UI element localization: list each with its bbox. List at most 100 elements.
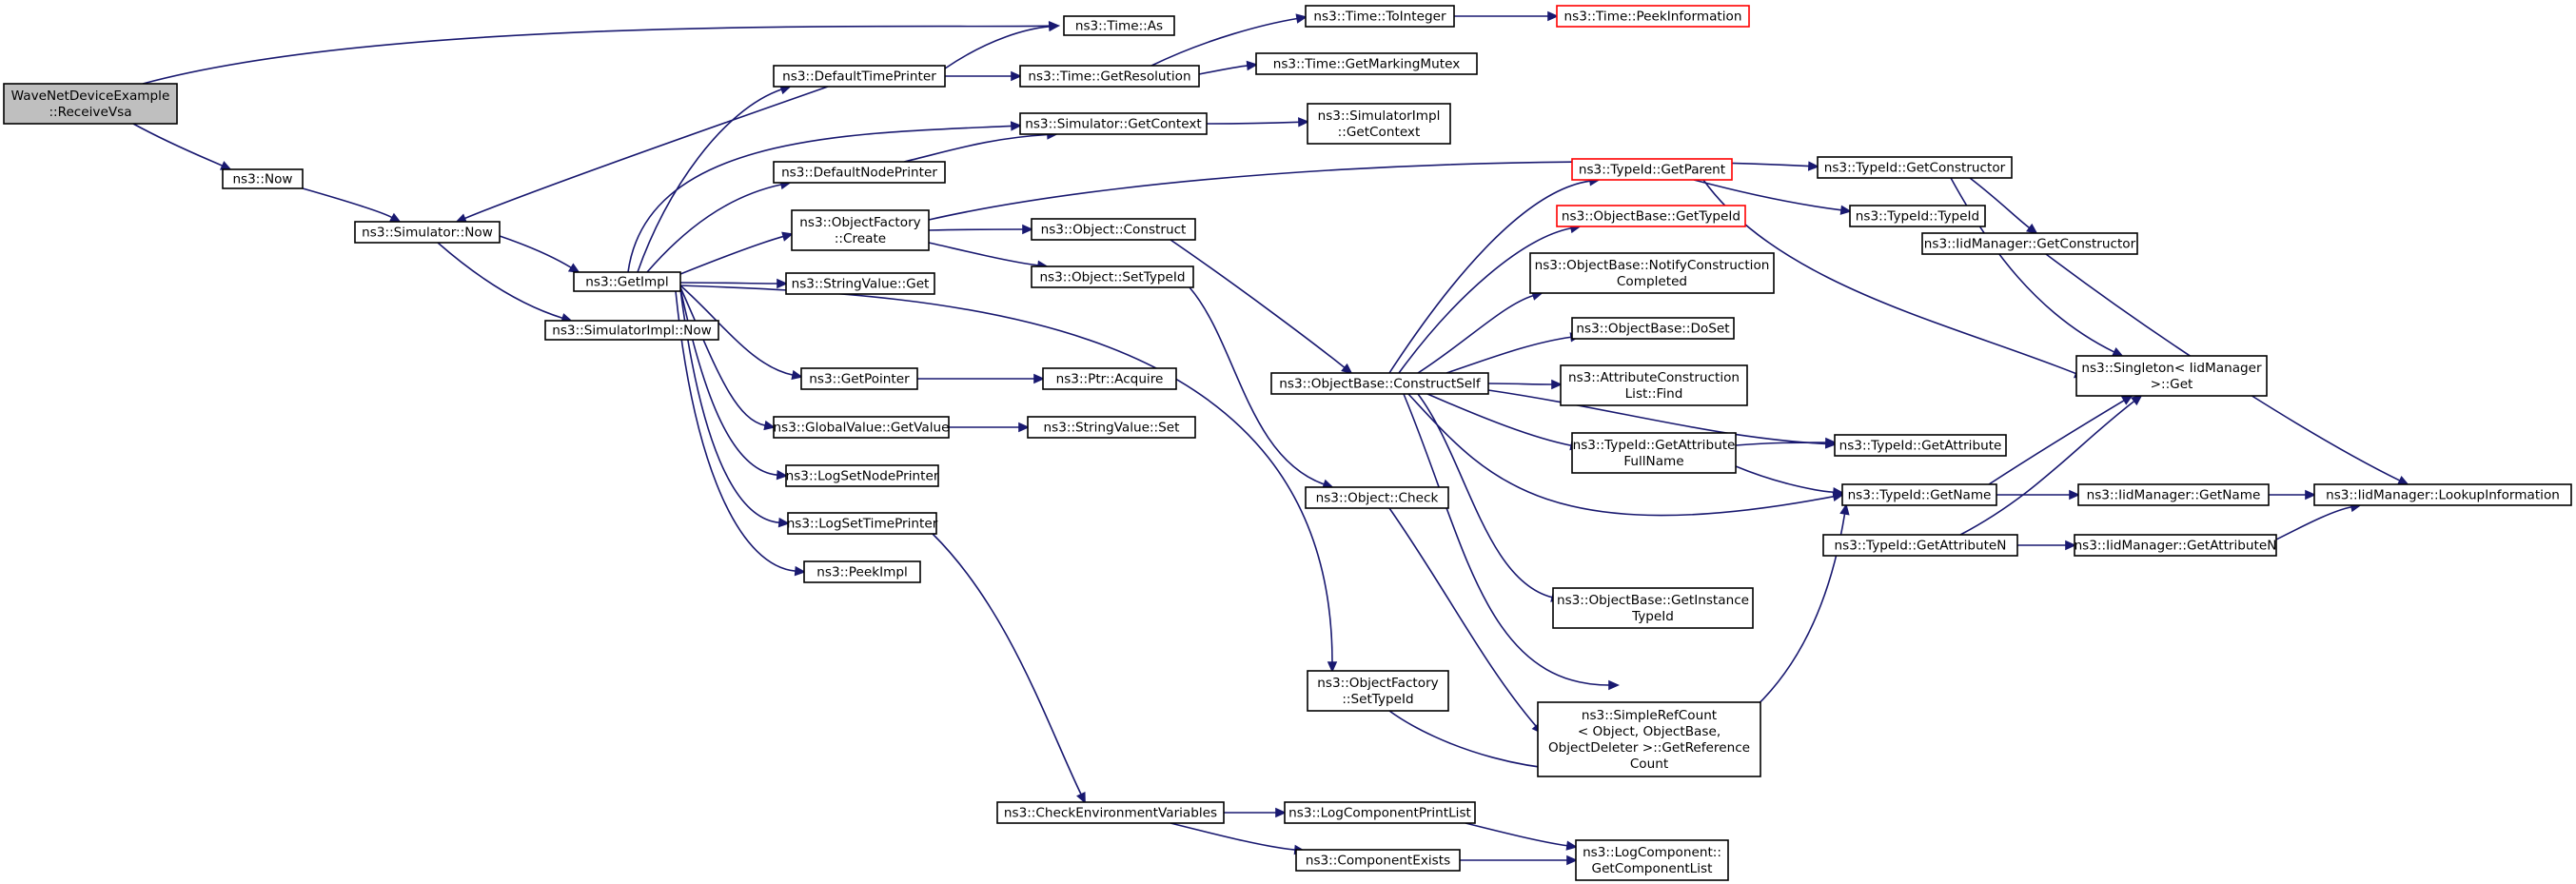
arrowhead	[1327, 661, 1338, 673]
node-ns3-logcomponentprintlist[interactable]: ns3::LogComponentPrintList	[1284, 801, 1476, 824]
node-label: ns3::StringValue::Set	[1044, 421, 1180, 436]
node-ns3-objectbase-notifyconstruction-completed[interactable]: ns3::ObjectBase::NotifyConstructionCompl…	[1529, 252, 1775, 294]
node-ns3-singleton-iidmanager-get[interactable]: ns3::Singleton< IidManager >::Get	[2075, 355, 2268, 397]
node-ns3-time-peekinformation[interactable]: ns3::Time::PeekInformation	[1556, 5, 1750, 28]
node-ns3-objectfactory-settypeid[interactable]: ns3::ObjectFactory::SetTypeId	[1307, 670, 1449, 712]
node-ns3-time-getmarkingmutex[interactable]: ns3::Time::GetMarkingMutex	[1255, 52, 1478, 75]
edge-line	[1189, 286, 1325, 485]
node-ns3-typeid-getattributen[interactable]: ns3::TypeId::GetAttributeN	[1822, 534, 2018, 557]
node-ns3-iidmanager-getconstructor[interactable]: ns3::IidManager::GetConstructor	[1921, 232, 2138, 255]
node-ns3-logsettimeprinter[interactable]: ns3::LogSetTimePrinter	[787, 512, 938, 535]
edge-n2-to-n3	[302, 187, 402, 223]
node-ns3-time-tointeger[interactable]: ns3::Time::ToInteger	[1305, 5, 1455, 28]
node-label: ns3::TypeId::TypeId	[1856, 209, 1979, 225]
node-ns3-logsetnodeprinter[interactable]: ns3::LogSetNodePrinter	[785, 464, 939, 487]
node-ns3-ptr-acquire[interactable]: ns3::Ptr::Acquire	[1042, 367, 1177, 390]
node-ns3-simplerefcount-object-objectbase-objectdeleter-getreference-count[interactable]: ns3::SimpleRefCount< Object, ObjectBase,…	[1537, 701, 1761, 777]
node-ns3-peekimpl[interactable]: ns3::PeekImpl	[803, 560, 921, 583]
node-wavenetdeviceexample-receivevsa[interactable]: WaveNetDeviceExample::ReceiveVsa	[3, 83, 178, 125]
node-ns3-time-getresolution[interactable]: ns3::Time::GetResolution	[1019, 65, 1200, 88]
arrowhead	[1547, 10, 1559, 22]
edge-line	[679, 288, 780, 524]
node-ns3-simulatorimpl-now[interactable]: ns3::SimulatorImpl::Now	[544, 320, 719, 341]
node-box	[1027, 416, 1196, 439]
node-ns3-time-as[interactable]: ns3::Time::As	[1063, 15, 1175, 36]
node-label: ns3::ObjectFactory	[1317, 676, 1438, 691]
node-ns3-globalvalue-getvalue[interactable]: ns3::GlobalValue::GetValue	[773, 416, 950, 439]
node-box	[2074, 534, 2277, 557]
node-label: WaveNetDeviceExample	[11, 88, 170, 104]
edge-line	[1150, 17, 1298, 67]
node-ns3-defaultnodeprinter[interactable]: ns3::DefaultNodePrinter	[773, 161, 946, 184]
node-box	[354, 221, 501, 244]
edge-n4-to-n16	[627, 121, 1022, 273]
arrowhead	[1825, 437, 1837, 448]
node-ns3-typeid-typeid[interactable]: ns3::TypeId::TypeId	[1849, 205, 1986, 227]
edge-line	[1206, 121, 1300, 125]
node-ns3-objectbase-constructself[interactable]: ns3::ObjectBase::ConstructSelf	[1270, 372, 1489, 395]
node-ns3-typeid-getattribute[interactable]: ns3::TypeId::GetAttribute	[1834, 434, 2007, 457]
node-ns3-typeid-getparent[interactable]: ns3::TypeId::GetParent	[1571, 158, 1733, 181]
edge-line	[679, 287, 778, 476]
node-ns3-object-settypeid[interactable]: ns3::Object::SetTypeId	[1031, 265, 1194, 288]
node-label: ::GetContext	[1338, 125, 1421, 140]
node-box	[1537, 701, 1761, 777]
node-ns3-logcomponent-getcomponentlist[interactable]: ns3::LogComponent::GetComponentList	[1575, 839, 1729, 881]
node-label: List::Find	[1625, 386, 1683, 402]
node-ns3-iidmanager-getattributen[interactable]: ns3::IidManager::GetAttributeN	[2074, 534, 2277, 557]
node-label: ns3::IidManager::GetName	[2087, 488, 2261, 503]
node-ns3-iidmanager-getname[interactable]: ns3::IidManager::GetName	[2077, 483, 2270, 506]
node-ns3-getimpl[interactable]: ns3::GetImpl	[573, 271, 681, 292]
edge-line	[1170, 822, 1296, 851]
arrowhead	[1010, 121, 1022, 131]
node-ns3-typeid-getconstructor[interactable]: ns3::TypeId::GetConstructor	[1817, 156, 2013, 179]
node-label: FullName	[1623, 454, 1683, 469]
node-label: ns3::SimulatorImpl::Now	[552, 324, 712, 339]
edge-line	[1693, 179, 1842, 211]
arrowhead	[1275, 807, 1287, 818]
arrowhead	[781, 231, 794, 242]
node-ns3-now[interactable]: ns3::Now	[222, 168, 304, 189]
node-label: ns3::IidManager::LookupInformation	[2326, 488, 2560, 503]
edge-line	[627, 125, 1013, 273]
node-ns3-stringvalue-set[interactable]: ns3::StringValue::Set	[1027, 416, 1196, 439]
arrowhead	[2065, 540, 2076, 551]
arrowhead	[1839, 503, 1850, 516]
edge-n6-to-n3	[455, 86, 829, 224]
node-ns3-objectbase-gettypeid[interactable]: ns3::ObjectBase::GetTypeId	[1556, 205, 1746, 227]
node-ns3-simulator-getcontext[interactable]: ns3::Simulator::GetContext	[1019, 112, 1208, 135]
node-ns3-simulator-now[interactable]: ns3::Simulator::Now	[354, 221, 501, 244]
node-ns3-stringvalue-get[interactable]: ns3::StringValue::Get	[785, 272, 935, 295]
node-box	[996, 801, 1225, 824]
node-ns3-iidmanager-lookupinformation[interactable]: ns3::IidManager::LookupInformation	[2313, 483, 2572, 506]
edge-n10-to-n19	[917, 373, 1045, 384]
arrowhead	[1076, 791, 1086, 804]
edge-n13-to-n21	[932, 533, 1086, 804]
node-ns3-checkenvironmentvariables[interactable]: ns3::CheckEnvironmentVariables	[996, 801, 1225, 824]
nodes-layer: WaveNetDeviceExample::ReceiveVsa ns3::Tim…	[3, 5, 2572, 881]
node-ns3-simulatorimpl-getcontext[interactable]: ns3::SimulatorImpl::GetContext	[1307, 103, 1451, 145]
edge-line	[679, 235, 784, 275]
node-label: ns3::Time::GetResolution	[1028, 69, 1190, 85]
edge-n4-to-n14	[675, 290, 806, 577]
edges-layer	[132, 10, 2409, 866]
node-ns3-objectbase-doset[interactable]: ns3::ObjectBase::DoSet	[1571, 317, 1735, 340]
node-ns3-defaulttimeprinter[interactable]: ns3::DefaultTimePrinter	[773, 65, 946, 88]
node-ns3-typeid-getname[interactable]: ns3::TypeId::GetName	[1841, 483, 1997, 506]
edge-line	[142, 25, 1051, 85]
node-label: ns3::TypeId::GetAttribute	[1839, 439, 2002, 454]
arrowhead	[1018, 422, 1030, 433]
node-ns3-objectfactory-create[interactable]: ns3::ObjectFactory::Create	[791, 209, 930, 251]
node-label: ns3::GlobalValue::GetValue	[774, 421, 950, 436]
node-ns3-object-construct[interactable]: ns3::Object::Construct	[1031, 218, 1196, 241]
node-label: Completed	[1617, 274, 1687, 289]
node-label: >::Get	[2151, 377, 2193, 392]
node-box	[773, 65, 946, 88]
node-ns3-getpointer[interactable]: ns3::GetPointer	[800, 367, 918, 390]
node-ns3-object-check[interactable]: ns3::Object::Check	[1305, 486, 1449, 509]
node-ns3-componentexists[interactable]: ns3::ComponentExists	[1295, 849, 1461, 872]
edge-line	[1198, 65, 1249, 75]
